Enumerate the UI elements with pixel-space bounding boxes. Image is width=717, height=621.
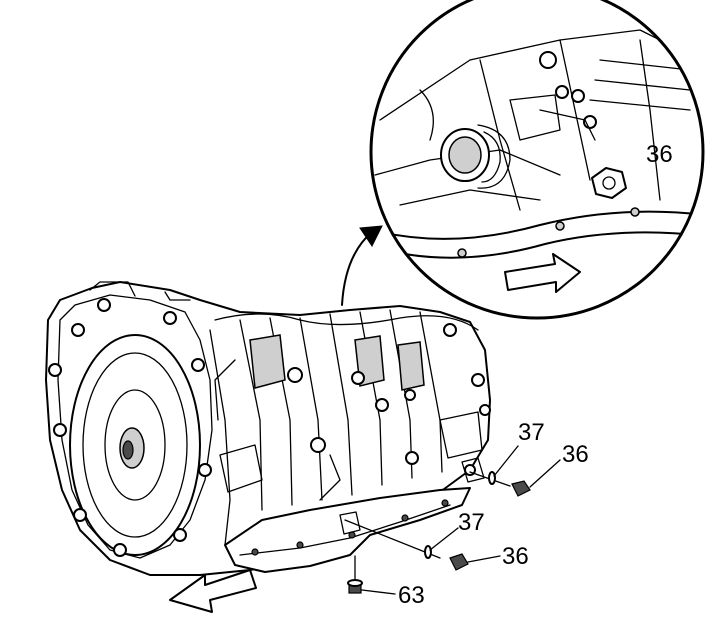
lower-bolt-icon xyxy=(449,553,469,571)
oil-pan xyxy=(224,487,471,573)
detail-view xyxy=(369,0,705,320)
callout-upper-bolt: 36 xyxy=(562,441,589,468)
callout-drain-plug: 63 xyxy=(398,582,425,609)
drain-plug-group xyxy=(347,555,396,595)
detail-pointer-arrow xyxy=(341,225,383,306)
upper-washer-icon xyxy=(488,471,496,485)
transmission-assembly xyxy=(45,281,491,576)
callout-lower-washer: 37 xyxy=(458,509,485,536)
callout-detail-bolt: 36 xyxy=(646,141,673,168)
upper-bolt-icon xyxy=(511,480,531,497)
lower-fastener-group xyxy=(344,519,501,571)
lower-washer-icon xyxy=(424,545,432,559)
callout-upper-washer: 37 xyxy=(518,419,545,446)
upper-fastener-group xyxy=(469,445,561,497)
forward-direction-arrow xyxy=(169,569,257,613)
callout-lower-bolt: 36 xyxy=(502,543,529,570)
